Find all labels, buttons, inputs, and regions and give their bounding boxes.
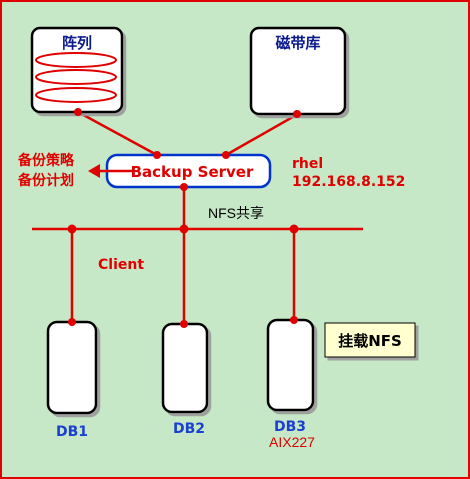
mount-nfs-label: 挂载NFS (338, 332, 402, 350)
edge-tape-to-server (225, 112, 299, 157)
server-os-text: rhel (292, 156, 323, 172)
db3-node: DB3 AIX227 (266, 316, 315, 450)
connector-dot (290, 316, 298, 324)
db2-label: DB2 (173, 421, 205, 437)
connections (32, 110, 363, 324)
db1-label: DB1 (56, 424, 88, 440)
nfs-share-label: NFS共享 (208, 205, 264, 221)
policy-arrow-icon (88, 164, 132, 178)
connector-dot (180, 183, 188, 191)
connector-dot (153, 151, 161, 159)
disk-ring-icon (35, 69, 117, 85)
backup-policy-text: 备份策略 (17, 152, 75, 169)
bus-junction-dot (179, 224, 189, 234)
db2-box (161, 322, 209, 414)
connector-dot (180, 320, 188, 328)
client-label: Client (98, 257, 144, 273)
array-label: 阵列 (62, 34, 92, 52)
connector-dot (74, 108, 82, 116)
tape-library-label: 磁带库 (275, 34, 320, 52)
array-node: 阵列 (30, 26, 124, 114)
bus-junction-dot (67, 224, 77, 234)
mount-nfs-note: 挂载NFS (324, 322, 416, 358)
db3-box (266, 318, 315, 412)
server-ip-text: 192.168.8.152 (292, 174, 405, 190)
connector-dot (222, 151, 230, 159)
disk-ring-icon (35, 87, 117, 103)
edge-array-to-server (77, 110, 158, 157)
backup-plan-text: 备份计划 (17, 172, 74, 189)
db2-node: DB2 (161, 320, 209, 437)
disk-ring-icon (35, 52, 117, 68)
db1-box (46, 320, 98, 415)
connector-dot (293, 110, 301, 118)
mount-nfs-box (324, 322, 416, 358)
db3-label: DB3 (274, 419, 306, 435)
tape-library-node: 磁带库 (249, 26, 347, 116)
connector-dot (68, 318, 76, 326)
backup-server-label: Backup Server (131, 163, 254, 181)
bus-junction-dot (289, 224, 299, 234)
db1-node: DB1 (46, 318, 98, 440)
db3-sublabel: AIX227 (269, 434, 315, 450)
